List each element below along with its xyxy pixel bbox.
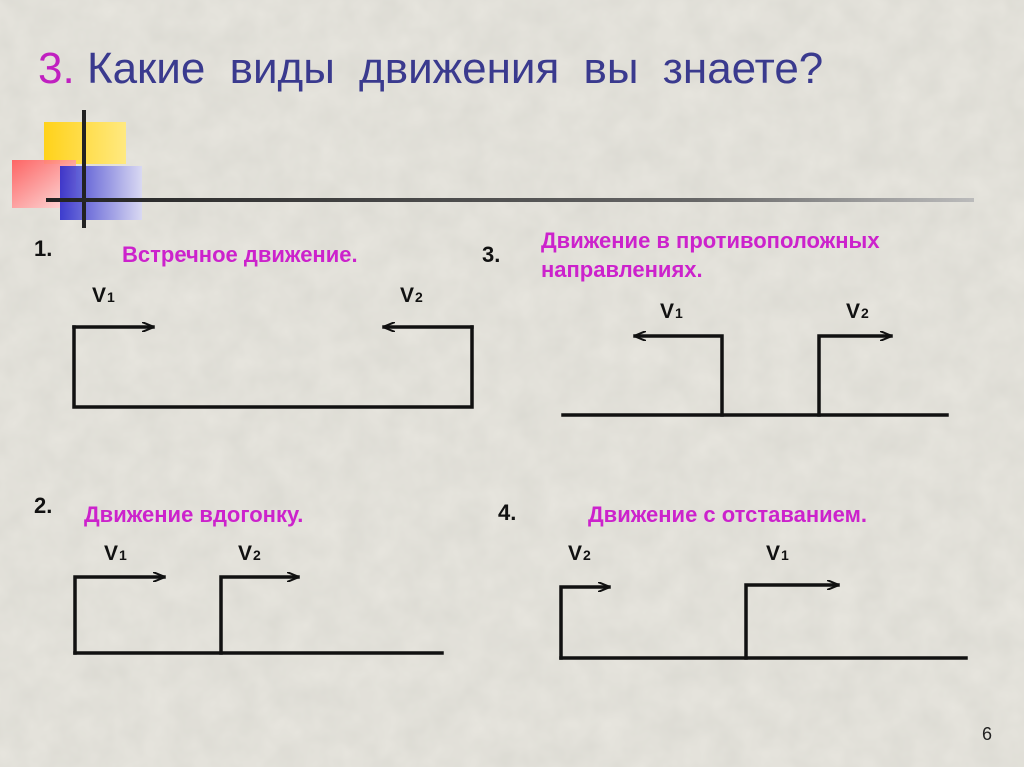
section-4-number: 4. — [498, 500, 517, 525]
diagram-1-label-v2: V2 — [400, 284, 423, 307]
section-3-title-line2: направлениях. — [541, 257, 703, 282]
diagram-2-label-v1: V1 — [104, 542, 127, 565]
diagram-3-label-v1: V1 — [660, 300, 683, 323]
section-2-number: 2. — [34, 493, 53, 518]
title-text: Какие виды движения вы знаете? — [86, 44, 824, 93]
diagram-3-opposite — [561, 336, 949, 417]
decorative-squares-icon — [12, 110, 974, 228]
diagram-1-track — [72, 325, 474, 409]
section-3-title: Движение в противоположных направлениях. — [541, 226, 880, 284]
diagram-2-pursuit — [73, 577, 444, 655]
diagram-2-label-v2: V2 — [238, 542, 261, 565]
diagram-4-arrow-v2 — [559, 587, 611, 660]
section-2-title: Движение вдогонку. — [84, 502, 304, 527]
section-1-number: 1. — [34, 236, 53, 261]
diagram-4-label-v1: V1 — [766, 542, 789, 565]
diagram-1-oncoming — [72, 325, 474, 409]
diagram-3-label-v2: V2 — [846, 300, 869, 323]
deco-vertical-line — [82, 110, 86, 228]
diagram-1-label-v1: V1 — [92, 284, 115, 307]
section-4-title: Движение с отставанием. — [588, 502, 868, 527]
diagram-4-lagging — [559, 585, 968, 660]
diagram-2-arrow-v2 — [219, 577, 300, 655]
section-3-number: 3. — [482, 242, 501, 267]
title-number: 3. — [38, 44, 75, 93]
section-1-title: Встречное движение. — [122, 242, 358, 267]
diagram-2-arrow-v1 — [73, 577, 166, 655]
diagram-4-label-v2: V2 — [568, 542, 591, 565]
diagram-4-arrow-v1 — [744, 585, 840, 660]
section-3-title-line1: Движение в противоположных — [541, 228, 880, 253]
page-number: 6 — [981, 724, 992, 744]
diagram-3-arrow-v2 — [817, 336, 893, 417]
diagram-3-arrow-v1 — [633, 336, 724, 417]
page-title: 3. Какие виды движения вы знаете? — [38, 44, 823, 94]
deco-horizontal-rule — [46, 198, 974, 202]
deco-blue-square — [60, 166, 142, 220]
